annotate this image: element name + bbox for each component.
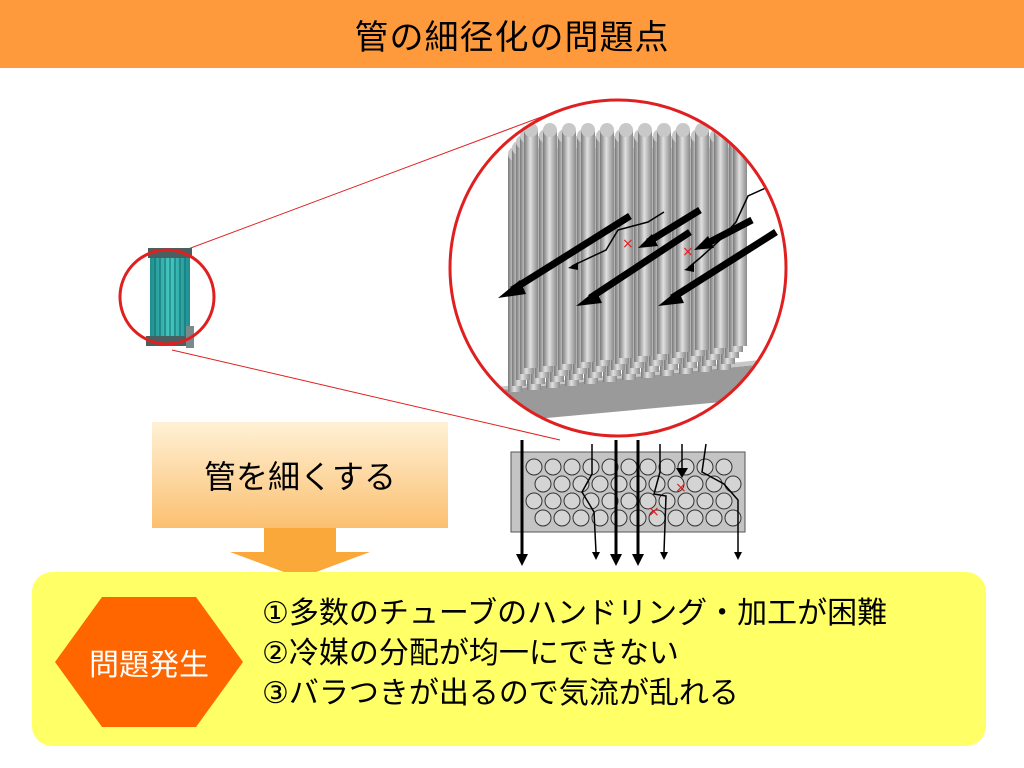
tube-section xyxy=(601,458,619,476)
cross-mark-3: × xyxy=(675,480,687,496)
tube-section xyxy=(724,475,742,493)
tube-section xyxy=(525,458,543,476)
tube-section xyxy=(591,475,609,493)
tube-section xyxy=(705,509,723,527)
tube-section xyxy=(591,509,609,527)
tube-cap xyxy=(695,123,709,137)
tube-cap xyxy=(619,123,633,137)
tube-section xyxy=(658,492,676,510)
tube-section xyxy=(677,492,695,510)
cross-mark-2: × xyxy=(682,244,694,260)
tube xyxy=(657,130,671,354)
tube-section xyxy=(715,458,733,476)
tube-cap xyxy=(638,123,652,137)
tube-section xyxy=(582,492,600,510)
tube-section xyxy=(601,492,619,510)
problem-badge: 問題発生 xyxy=(55,597,243,727)
cross-mark-4: × xyxy=(648,504,660,520)
tube-section xyxy=(620,492,638,510)
tube-section xyxy=(696,458,714,476)
zoom-line-top xyxy=(171,109,561,256)
tube-section xyxy=(696,492,714,510)
tube xyxy=(543,130,557,366)
small-zoom-circle xyxy=(118,248,216,346)
tube-section xyxy=(667,509,685,527)
down-arrow-icon xyxy=(230,528,370,578)
problem-item-2: ②冷媒の分配が均一にできない xyxy=(262,636,679,671)
tube-section xyxy=(610,475,628,493)
tube-section xyxy=(544,492,562,510)
tube-cap xyxy=(562,123,576,137)
problem-item-1: ①多数のチューブのハンドリング・加工が困難 xyxy=(262,596,888,631)
tube xyxy=(733,130,747,346)
thin-tube-step-box: 管を細くする xyxy=(152,422,448,528)
tube-section xyxy=(572,509,590,527)
tube-section xyxy=(563,458,581,476)
tube xyxy=(619,130,633,358)
tube-section xyxy=(724,509,742,527)
tube-section xyxy=(534,509,552,527)
tube-cap xyxy=(581,123,595,137)
tube-section xyxy=(544,458,562,476)
problem-badge-label: 問題発生 xyxy=(89,648,209,683)
page-title: 管の細径化の問題点 xyxy=(354,17,670,58)
tube-section xyxy=(553,509,571,527)
tube-section xyxy=(582,458,600,476)
tube xyxy=(600,130,614,360)
tube-section xyxy=(658,458,676,476)
tube-section xyxy=(553,475,571,493)
tube-section xyxy=(610,509,628,527)
zoom-line-bottom xyxy=(171,349,561,441)
tube-section xyxy=(563,492,581,510)
tube-cap xyxy=(543,123,557,137)
tube-cross-section: × × xyxy=(510,440,746,566)
tube-cap xyxy=(733,123,747,137)
tube-cap xyxy=(676,123,690,137)
tube xyxy=(562,130,576,364)
tube-cap xyxy=(600,123,614,137)
tube-section xyxy=(525,492,543,510)
tube-section xyxy=(639,492,657,510)
thin-tube-step-label: 管を細くする xyxy=(203,458,396,496)
tube-cap xyxy=(729,129,743,143)
problem-list: ①多数のチューブのハンドリング・加工が困難 ②冷媒の分配が均一にできない ③バラ… xyxy=(262,594,887,714)
tube-section xyxy=(686,509,704,527)
tube-section xyxy=(667,475,685,493)
big-zoom-circle xyxy=(448,98,788,438)
cross-mark-1: × xyxy=(622,236,634,252)
tube-section xyxy=(686,475,704,493)
tube-section xyxy=(620,458,638,476)
tube-cap xyxy=(657,123,671,137)
tube-section xyxy=(639,458,657,476)
problem-item-3: ③バラつきが出るので気流が乱れる xyxy=(262,676,739,711)
tube xyxy=(695,130,709,350)
heat-exchanger-icon xyxy=(146,248,194,348)
tube-bundle-view: × × xyxy=(450,100,786,436)
title-bar: 管の細径化の問題点 xyxy=(0,0,1024,68)
tube-section xyxy=(534,475,552,493)
tube xyxy=(524,130,538,368)
tube-section xyxy=(715,492,733,510)
